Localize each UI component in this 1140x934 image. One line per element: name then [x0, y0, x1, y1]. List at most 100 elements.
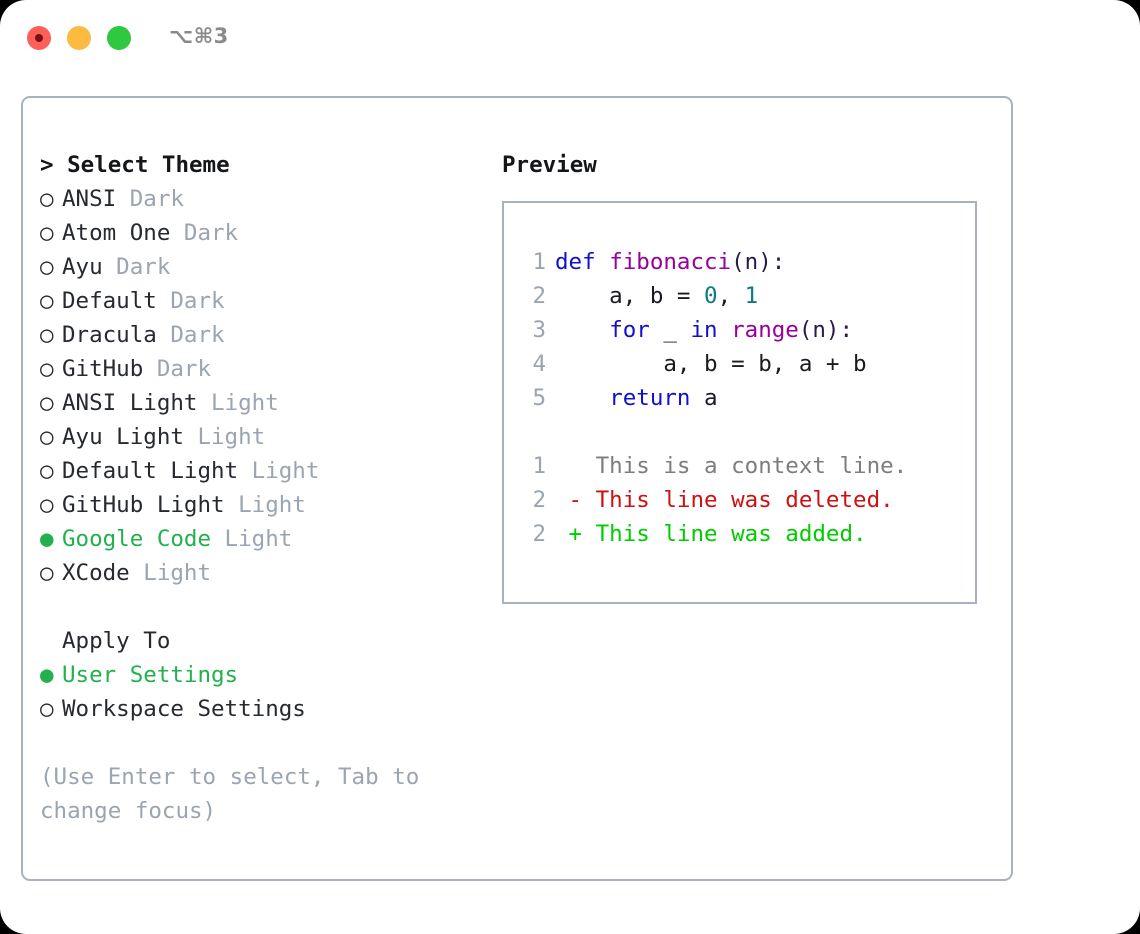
keyboard-shortcut-label: ⌥⌘3 [169, 24, 229, 48]
line-number: 1 [532, 453, 546, 479]
theme-option-default-light[interactable]: ○Default Light Light [40, 454, 470, 488]
code-token [596, 249, 610, 275]
code-token: in [690, 317, 718, 343]
code-token: fibonacci [609, 249, 732, 275]
maximize-window-button[interactable] [107, 26, 131, 50]
radio-selected-icon: ● [40, 662, 54, 688]
radio-unselected-icon: ○ [40, 560, 54, 586]
code-token: 0 [704, 283, 718, 309]
code-token: (n): [798, 317, 854, 343]
radio-selected-icon: ● [40, 526, 54, 552]
theme-option-label: Default [62, 288, 157, 314]
theme-category-label: Dark [156, 322, 225, 348]
code-token: a, b = b, a + b [555, 351, 867, 377]
radio-unselected-icon: ○ [40, 322, 54, 348]
theme-category-label: Light [224, 492, 306, 518]
minimize-window-button[interactable] [67, 26, 91, 50]
radio-unselected-icon: ○ [40, 696, 54, 722]
theme-option-google-code[interactable]: ● Google Code Light [40, 522, 470, 556]
theme-option-label: GitHub [62, 356, 144, 382]
code-token: _ [649, 317, 691, 343]
code-token: range [731, 317, 799, 343]
title-bar: ⌥⌘3 [0, 0, 1140, 78]
theme-option-label: Ayu [62, 254, 103, 280]
theme-category-label: Dark [170, 220, 239, 246]
line-number: 1 [532, 249, 546, 275]
radio-unselected-icon: ○ [40, 390, 54, 416]
theme-category-label: Light [197, 390, 279, 416]
radio-unselected-icon: ○ [40, 458, 54, 484]
code-token: for [609, 317, 650, 343]
theme-category-label: Light [238, 458, 320, 484]
radio-unselected-icon: ○ [40, 254, 54, 280]
code-token [718, 317, 732, 343]
radio-unselected-icon: ○ [40, 220, 54, 246]
diff-line: 2 + This line was added. [522, 517, 975, 551]
apply-to-list[interactable]: ● User Settings ○ Workspace Settings [40, 658, 470, 726]
close-window-button[interactable] [27, 26, 51, 50]
theme-list-header: > Select Theme [40, 152, 230, 178]
theme-option-label: ANSI Light [62, 390, 198, 416]
code-token: def [555, 249, 596, 275]
diff-marker: + [555, 521, 583, 547]
code-token: , [717, 283, 745, 309]
theme-category-label: Dark [102, 254, 171, 280]
code-token: (n): [731, 249, 786, 275]
diff-line: 2 - This line was deleted. [522, 483, 975, 517]
line-number: 4 [532, 351, 546, 377]
radio-unselected-icon: ○ [40, 356, 54, 382]
code-line: 2 a, b = 0, 1 [522, 279, 975, 313]
line-number: 5 [532, 385, 546, 411]
line-number: 2 [532, 487, 546, 513]
radio-unselected-icon: ○ [40, 288, 54, 314]
theme-option-label: ANSI [62, 186, 117, 212]
theme-option-xcode[interactable]: ○ XCode Light [40, 556, 470, 590]
theme-option-default[interactable]: ○ Default Dark [40, 284, 470, 318]
diff-text: This line was added. [582, 521, 867, 547]
theme-option-label: Google Code [62, 526, 212, 552]
diff-marker [555, 453, 582, 479]
apply-to-option-user-settings[interactable]: ● User Settings [40, 658, 470, 692]
theme-option-ayu[interactable]: ○ Ayu Dark [40, 250, 470, 284]
theme-option-ansi-light[interactable]: ○ ANSI Light Light [40, 386, 470, 420]
apply-to-option-workspace-settings[interactable]: ○ Workspace Settings [40, 692, 470, 726]
theme-option-label: Ayu Light [62, 424, 184, 450]
diff-marker: - [555, 487, 583, 513]
diff-line: 1 This is a context line. [522, 449, 975, 483]
radio-unselected-icon: ○ [40, 492, 54, 518]
theme-option-atom-one[interactable]: ○Atom One Dark [40, 216, 470, 250]
theme-option-ansi[interactable]: ○ANSI Dark [40, 182, 470, 216]
code-token: a [690, 385, 718, 411]
line-number: 2 [532, 283, 546, 309]
theme-category-label: Light [129, 560, 212, 586]
diff-text: This is a context line. [582, 453, 908, 479]
diff-sample: 1 This is a context line.2 - This line w… [522, 449, 975, 551]
theme-category-label: Dark [143, 356, 212, 382]
apply-to-option-label: User Settings [62, 662, 239, 688]
theme-list[interactable]: ○ANSI Dark○Atom One Dark○Ayu Dark○Defaul… [40, 182, 470, 590]
theme-category-label: Light [211, 526, 293, 552]
code-token: 1 [744, 283, 759, 309]
code-token [555, 385, 609, 411]
line-number: 2 [532, 521, 546, 547]
theme-option-github-light[interactable]: ○ GitHub Light Light [40, 488, 470, 522]
theme-option-label: XCode [62, 560, 130, 586]
code-line: 4 a, b = b, a + b [522, 347, 975, 381]
theme-list-column: > Select Theme ○ANSI Dark○Atom One Dark○… [40, 148, 470, 828]
diff-text: This line was deleted. [582, 487, 894, 513]
theme-category-label: Dark [156, 288, 225, 314]
code-line: 3 for _ in range(n): [522, 313, 975, 347]
theme-option-label: Dracula [62, 322, 157, 348]
theme-option-label: GitHub Light [62, 492, 225, 518]
apply-to-header: Apply To [62, 628, 171, 654]
preview-title: Preview [502, 152, 597, 178]
theme-option-github[interactable]: ○ GitHub Dark [40, 352, 470, 386]
theme-option-dracula[interactable]: ○ Dracula Dark [40, 318, 470, 352]
apply-to-option-label: Workspace Settings [62, 696, 306, 722]
theme-option-ayu-light[interactable]: ○Ayu Light Light [40, 420, 470, 454]
line-number: 3 [532, 317, 546, 343]
